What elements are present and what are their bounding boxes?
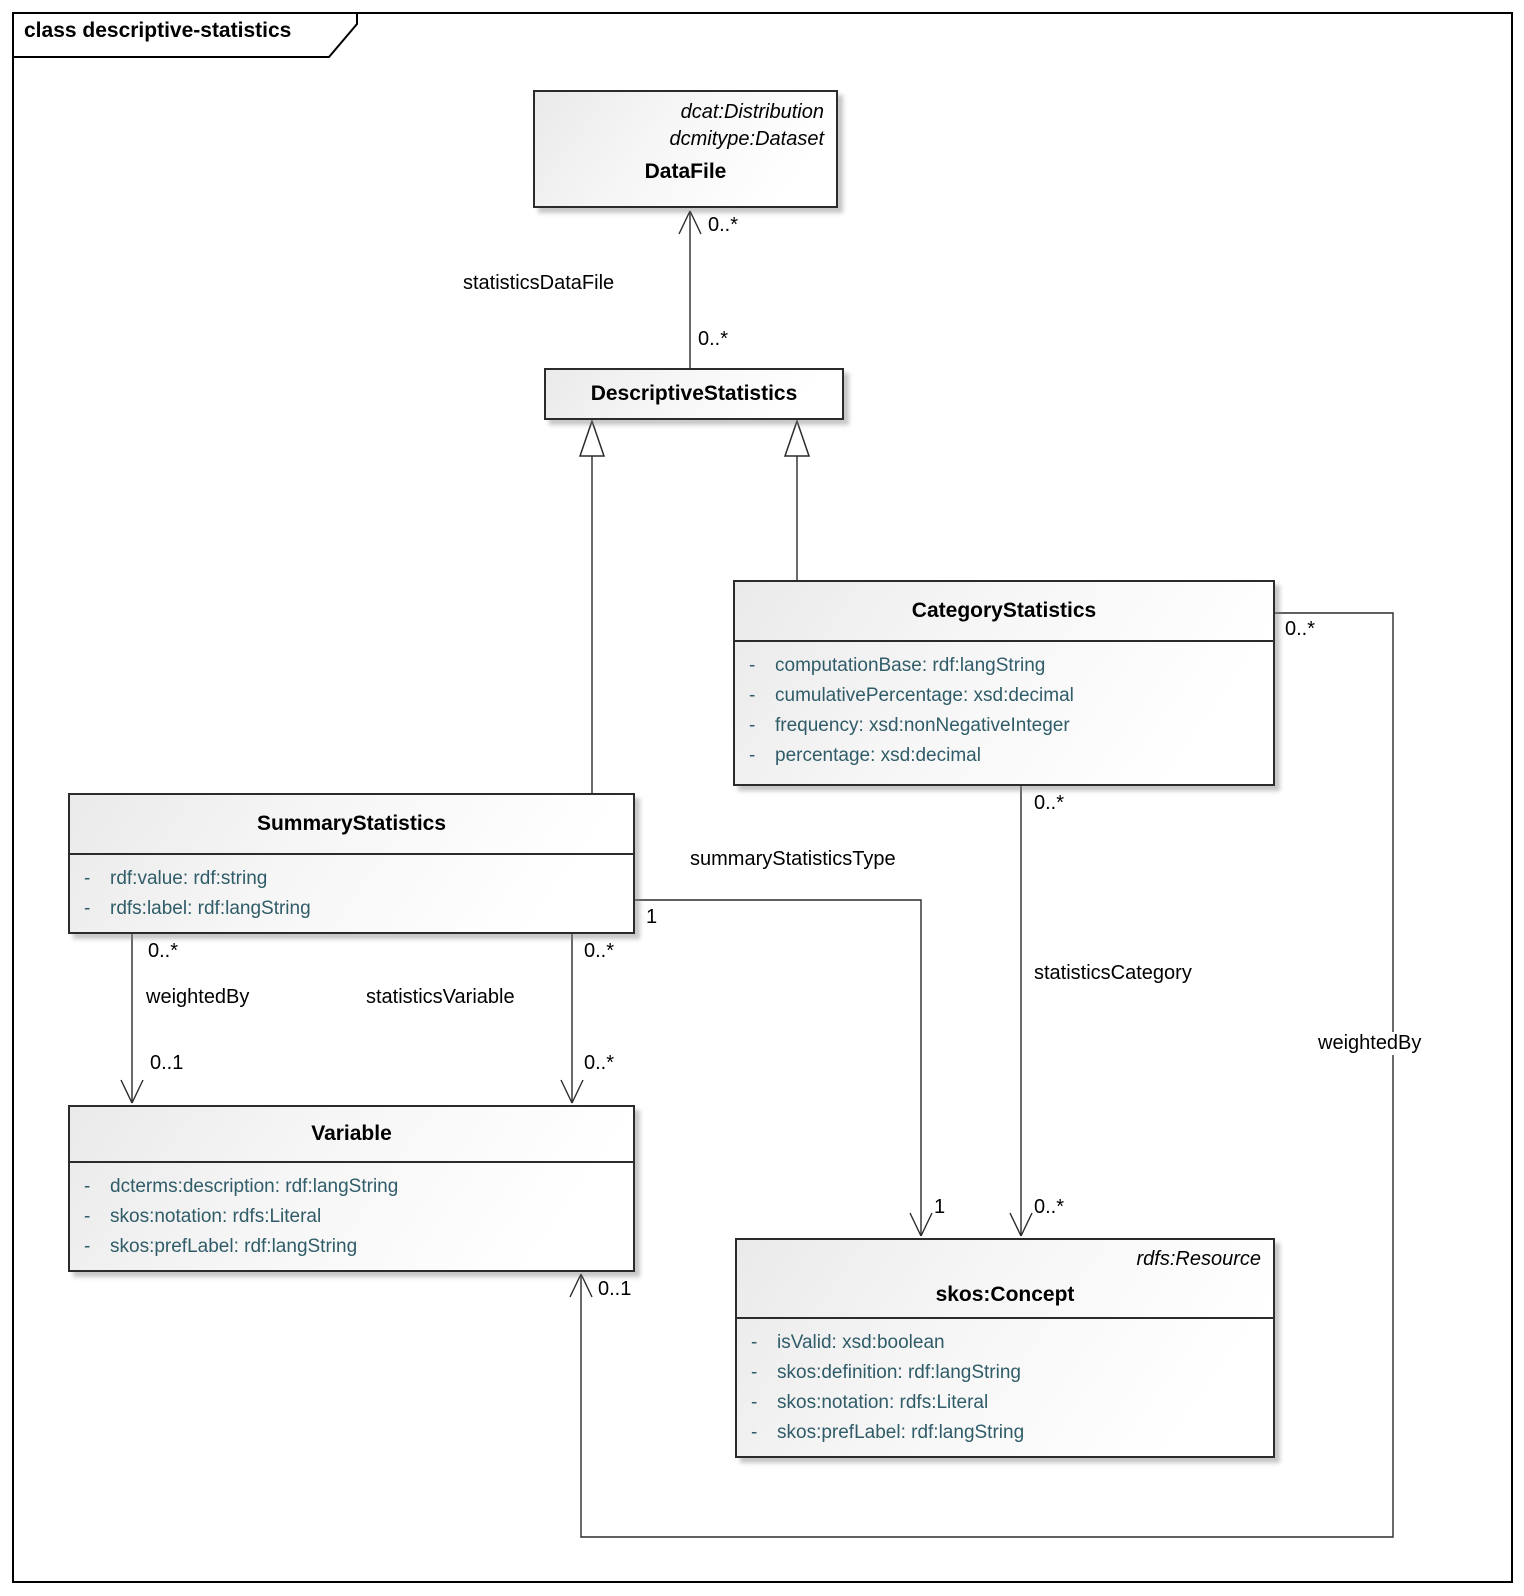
stereotype-label: dcat:Distribution bbox=[680, 101, 824, 123]
arrowhead-open-down-icon bbox=[120, 1079, 144, 1104]
edge-weightedBy-category[interactable] bbox=[580, 612, 1394, 1538]
multiplicity-label: 0..* bbox=[584, 1052, 615, 1074]
class-box-skos-concept[interactable]: rdfs:Resource skos:Concept -isValid: xsd… bbox=[735, 1238, 1275, 1458]
class-box-categorystatistics[interactable]: CategoryStatistics -computationBase: rdf… bbox=[733, 580, 1275, 786]
edge-name-label: weightedBy bbox=[143, 986, 253, 1009]
class-name: SummaryStatistics bbox=[256, 812, 447, 835]
frame-title-tab bbox=[12, 12, 358, 58]
attribute-bullet: - bbox=[84, 868, 91, 889]
attribute-row: -percentage: xsd:decimal bbox=[735, 741, 1273, 771]
attributes-compartment: -dcterms:description: rdf:langString -sk… bbox=[70, 1161, 633, 1272]
attribute-row: -dcterms:description: rdf:langString bbox=[70, 1172, 633, 1202]
class-name: DescriptiveStatistics bbox=[590, 382, 798, 405]
attribute-text: skos:notation: rdfs:Literal bbox=[110, 1206, 322, 1227]
multiplicity-label: 0..* bbox=[584, 940, 615, 962]
attribute-bullet: - bbox=[749, 745, 756, 766]
attribute-bullet: - bbox=[84, 1206, 91, 1227]
edge-name-label: statisticsCategory bbox=[1031, 962, 1195, 985]
attribute-text: isValid: xsd:boolean bbox=[777, 1332, 945, 1353]
attribute-bullet: - bbox=[84, 1176, 91, 1197]
class-box-summarystatistics[interactable]: SummaryStatistics -rdf:value: rdf:string… bbox=[68, 793, 635, 934]
class-name: Variable bbox=[311, 1122, 392, 1145]
diagram-title: class descriptive-statistics bbox=[24, 19, 292, 42]
stereotype-label: rdfs:Resource bbox=[1136, 1248, 1262, 1270]
attribute-text: skos:prefLabel: rdf:langString bbox=[777, 1422, 1025, 1443]
diagram-frame-border bbox=[12, 12, 1513, 1583]
attribute-bullet: - bbox=[749, 715, 756, 736]
attribute-text: computationBase: rdf:langString bbox=[775, 655, 1046, 676]
attribute-text: dcterms:description: rdf:langString bbox=[110, 1176, 399, 1197]
class-name: CategoryStatistics bbox=[911, 599, 1097, 622]
edge-summaryStatisticsType[interactable] bbox=[635, 899, 922, 1236]
attribute-text: rdfs:label: rdf:langString bbox=[110, 898, 311, 919]
attribute-text: skos:definition: rdf:langString bbox=[777, 1362, 1021, 1383]
attribute-text: frequency: xsd:nonNegativeInteger bbox=[775, 715, 1070, 736]
attribute-bullet: - bbox=[751, 1392, 758, 1413]
attribute-row: -skos:prefLabel: rdf:langString bbox=[737, 1418, 1273, 1448]
attribute-row: -rdf:value: rdf:string bbox=[70, 864, 633, 894]
multiplicity-label: 0..* bbox=[148, 940, 179, 962]
attribute-text: skos:notation: rdfs:Literal bbox=[777, 1392, 989, 1413]
attribute-row: -frequency: xsd:nonNegativeInteger bbox=[735, 711, 1273, 741]
attribute-bullet: - bbox=[751, 1332, 758, 1353]
arrowhead-open-down-icon bbox=[1009, 1212, 1033, 1237]
multiplicity-label: 0..* bbox=[708, 214, 739, 236]
attribute-row: -skos:notation: rdfs:Literal bbox=[70, 1202, 633, 1232]
arrowhead-open-down-icon bbox=[560, 1079, 584, 1104]
attribute-row: -computationBase: rdf:langString bbox=[735, 651, 1273, 681]
attribute-row: -cumulativePercentage: xsd:decimal bbox=[735, 681, 1273, 711]
attribute-bullet: - bbox=[749, 655, 756, 676]
edge-name-label: statisticsDataFile bbox=[460, 272, 618, 295]
attribute-text: cumulativePercentage: xsd:decimal bbox=[775, 685, 1074, 706]
attribute-bullet: - bbox=[751, 1362, 758, 1383]
attributes-compartment: -isValid: xsd:boolean -skos:definition: … bbox=[737, 1317, 1273, 1456]
edge-name-label: weightedBy bbox=[1315, 1032, 1425, 1055]
class-box-variable[interactable]: Variable -dcterms:description: rdf:langS… bbox=[68, 1105, 635, 1272]
generalization-triangle-icon bbox=[783, 418, 811, 457]
class-name: DataFile bbox=[644, 160, 727, 183]
arrowhead-open-up-icon bbox=[569, 1273, 593, 1298]
attribute-row: -rdfs:label: rdf:langString bbox=[70, 894, 633, 924]
stereotype-label: dcmitype:Dataset bbox=[669, 128, 824, 150]
class-box-descriptivestatistics[interactable]: DescriptiveStatistics bbox=[544, 368, 844, 420]
multiplicity-label: 0..* bbox=[1034, 792, 1065, 814]
attribute-row: -skos:prefLabel: rdf:langString bbox=[70, 1232, 633, 1262]
attribute-row: -isValid: xsd:boolean bbox=[737, 1328, 1273, 1358]
attribute-row: -skos:notation: rdfs:Literal bbox=[737, 1388, 1273, 1418]
attribute-text: skos:prefLabel: rdf:langString bbox=[110, 1236, 358, 1257]
arrowhead-open-up-icon bbox=[678, 210, 702, 235]
attribute-bullet: - bbox=[751, 1422, 758, 1443]
attribute-text: rdf:value: rdf:string bbox=[110, 868, 268, 889]
attributes-compartment: -computationBase: rdf:langString -cumula… bbox=[735, 640, 1273, 786]
class-name: skos:Concept bbox=[935, 1283, 1075, 1306]
attribute-row: -skos:definition: rdf:langString bbox=[737, 1358, 1273, 1388]
edge-name-label: summaryStatisticsType bbox=[687, 848, 899, 871]
attribute-bullet: - bbox=[84, 898, 91, 919]
multiplicity-label: 0..1 bbox=[150, 1052, 184, 1074]
multiplicity-label: 0..* bbox=[1034, 1196, 1065, 1218]
class-box-datafile[interactable]: dcat:Distribution dcmitype:Dataset DataF… bbox=[533, 90, 838, 208]
multiplicity-label: 0..* bbox=[698, 328, 729, 350]
attribute-bullet: - bbox=[749, 685, 756, 706]
edge-name-label: statisticsVariable bbox=[363, 986, 518, 1009]
multiplicity-label: 0..1 bbox=[598, 1278, 632, 1300]
attribute-bullet: - bbox=[84, 1236, 91, 1257]
generalization-triangle-icon bbox=[578, 418, 606, 457]
arrowhead-open-down-icon bbox=[909, 1212, 933, 1237]
multiplicity-label: 1 bbox=[646, 906, 658, 928]
attribute-text: percentage: xsd:decimal bbox=[775, 745, 981, 766]
multiplicity-label: 0..* bbox=[1285, 618, 1316, 640]
multiplicity-label: 1 bbox=[934, 1196, 946, 1218]
attributes-compartment: -rdf:value: rdf:string -rdfs:label: rdf:… bbox=[70, 853, 633, 934]
